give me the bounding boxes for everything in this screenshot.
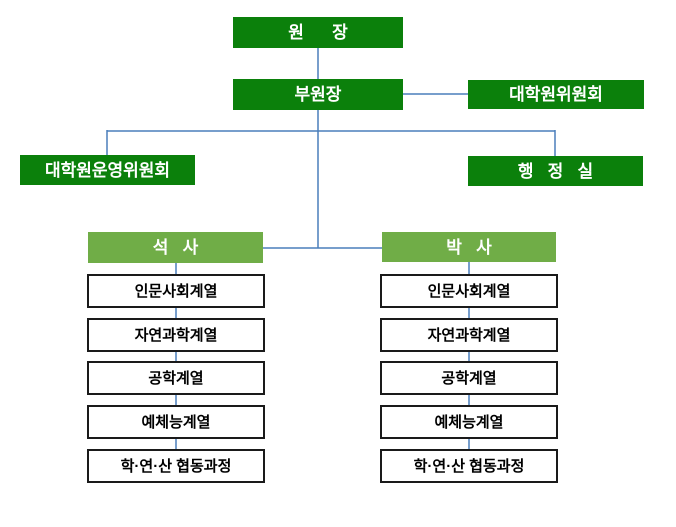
node-masters-track-engineering: 공학계열 <box>87 361 265 395</box>
node-vice-director: 부원장 <box>233 79 403 110</box>
node-grad-committee: 대학원위원회 <box>468 80 644 109</box>
node-admin-office: 행 정 실 <box>468 156 643 186</box>
node-steering-committee: 대학원운영위원회 <box>20 155 195 185</box>
node-doctoral-track-arts-sports: 예체능계열 <box>380 405 558 439</box>
node-masters-track-natural-sciences: 자연과학계열 <box>87 318 265 352</box>
node-doctoral: 박 사 <box>382 232 556 262</box>
node-doctoral-track-engineering: 공학계열 <box>380 361 558 395</box>
node-doctoral-track-natural-sciences: 자연과학계열 <box>380 318 558 352</box>
node-doctoral-track-cooperative: 학·연·산 협동과정 <box>380 449 558 483</box>
node-masters-track-cooperative: 학·연·산 협동과정 <box>87 449 265 483</box>
node-masters-track-arts-sports: 예체능계열 <box>87 405 265 439</box>
node-director: 원 장 <box>233 17 403 48</box>
node-doctoral-track-humanities: 인문사회계열 <box>380 274 558 308</box>
node-masters-track-humanities: 인문사회계열 <box>87 274 265 308</box>
node-masters: 석 사 <box>88 232 263 263</box>
